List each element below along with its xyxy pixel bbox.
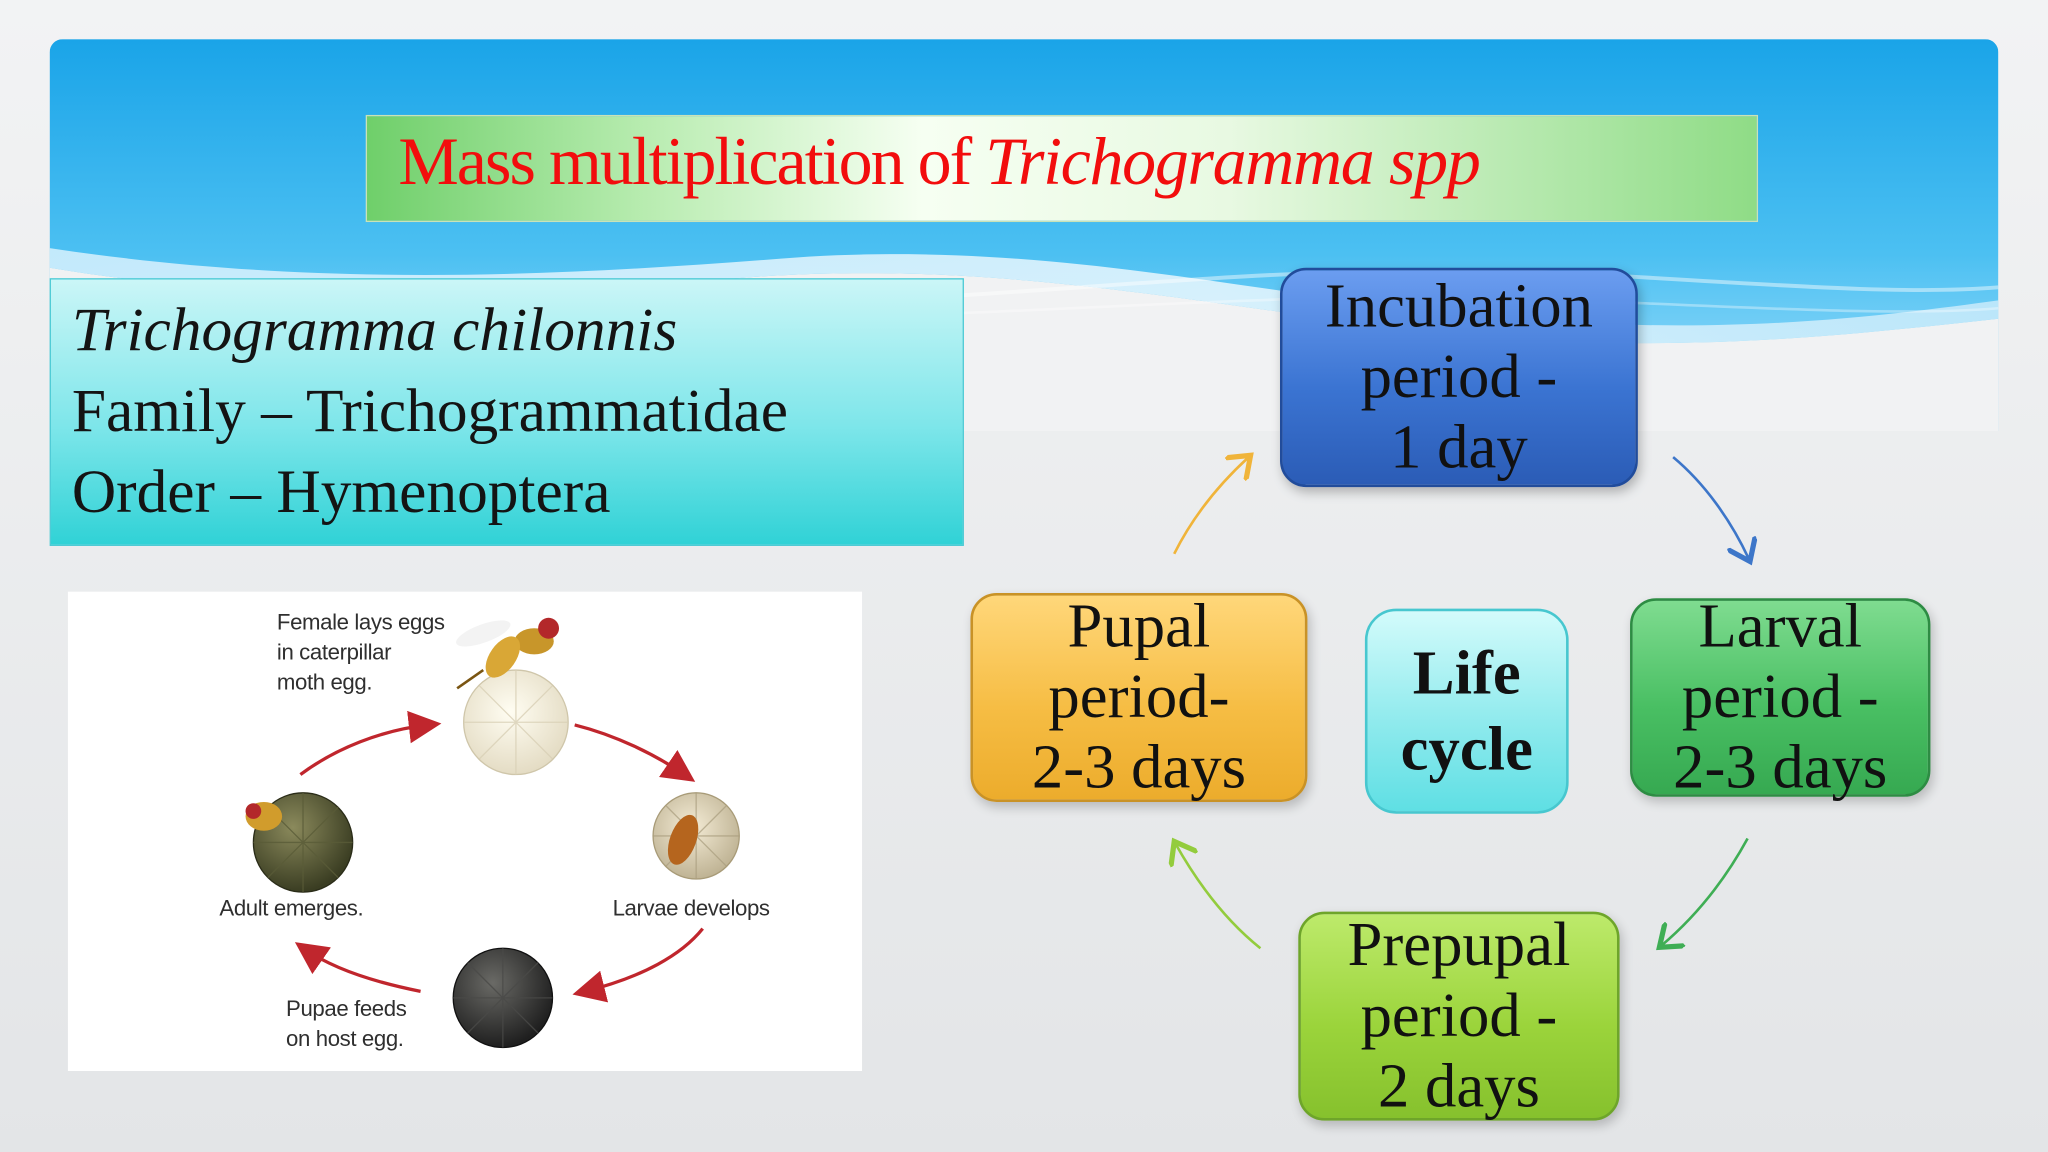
title-box: Mass multiplication of Trichogramma spp — [365, 114, 1759, 223]
arrow-incubation-to-larval — [1672, 456, 1749, 559]
family-line: Family – Trichogrammatidae — [71, 377, 788, 446]
larval-line2: period - — [1681, 662, 1879, 732]
pupal-line3: 2-3 days — [1031, 732, 1247, 802]
egg-with-larva — [652, 792, 740, 880]
incubation-period-node: Incubation period - 1 day — [1279, 267, 1638, 488]
larval-line1: Larval — [1698, 591, 1863, 661]
arrow-larva-to-pupa — [572, 927, 704, 1003]
caption-pupae-line1: Pupae feeds — [286, 996, 407, 1022]
caption-female-line2: in caterpillar — [276, 639, 392, 665]
title-plain: Mass multiplication of — [398, 125, 972, 200]
dark-pupa-egg — [452, 947, 554, 1049]
title-italic: Trichogramma spp — [985, 125, 1481, 200]
life-cycle-center-node: Life cycle — [1364, 608, 1569, 814]
incubation-line3: 1 day — [1390, 412, 1528, 482]
caption-female-line1: Female lays eggs — [276, 609, 445, 635]
center-line1: Life — [1412, 638, 1521, 708]
pupal-line2: period- — [1048, 662, 1230, 732]
order-line: Order – Hymenoptera — [71, 458, 611, 527]
pupal-period-node: Pupal period- 2-3 days — [970, 591, 1308, 802]
pupal-line1: Pupal — [1067, 591, 1211, 661]
arrow-pupa-to-adult — [294, 942, 421, 993]
caption-adult: Adult emerges. — [219, 895, 364, 921]
arrow-pupal-to-incubation — [1173, 457, 1248, 555]
caption-pupae-line2: on host egg. — [286, 1026, 404, 1052]
prepupal-line2: period - — [1360, 980, 1558, 1051]
larval-period-node: Larval period - 2-3 days — [1630, 592, 1931, 802]
arrow-adult-to-egg — [299, 710, 442, 776]
caption-female: Female lays eggs in caterpillar moth egg… — [277, 607, 445, 697]
life-cycle-illustration: Female lays eggs in caterpillar moth egg… — [67, 591, 863, 1072]
caption-larvae: Larvae develops — [612, 895, 770, 921]
incubation-line1: Incubation — [1324, 271, 1593, 341]
arrow-larval-to-prepupal — [1661, 837, 1749, 946]
species-name: Trichogramma chilonnis — [71, 296, 678, 365]
caption-female-line3: moth egg. — [276, 670, 373, 695]
arrow-egg-to-larva — [574, 723, 696, 782]
prepupal-period-node: Prepupal period - 2 days — [1298, 910, 1620, 1121]
prepupal-line1: Prepupal — [1347, 910, 1571, 980]
egg-adult-emerging — [245, 792, 354, 893]
egg-with-female-wasp — [456, 617, 569, 776]
slide-title: Mass multiplication of Trichogramma spp — [398, 124, 1481, 201]
arrow-prepupal-to-pupal — [1176, 844, 1262, 950]
taxonomy-box: Trichogramma chilonnis Family – Trichogr… — [49, 278, 964, 546]
larval-line3: 2-3 days — [1673, 732, 1888, 802]
center-line2: cycle — [1400, 713, 1533, 784]
caption-pupae: Pupae feeds on host egg. — [286, 994, 407, 1054]
prepupal-line3: 2 days — [1377, 1051, 1540, 1121]
incubation-line2: period - — [1360, 342, 1558, 412]
illustration-art — [245, 617, 740, 1049]
